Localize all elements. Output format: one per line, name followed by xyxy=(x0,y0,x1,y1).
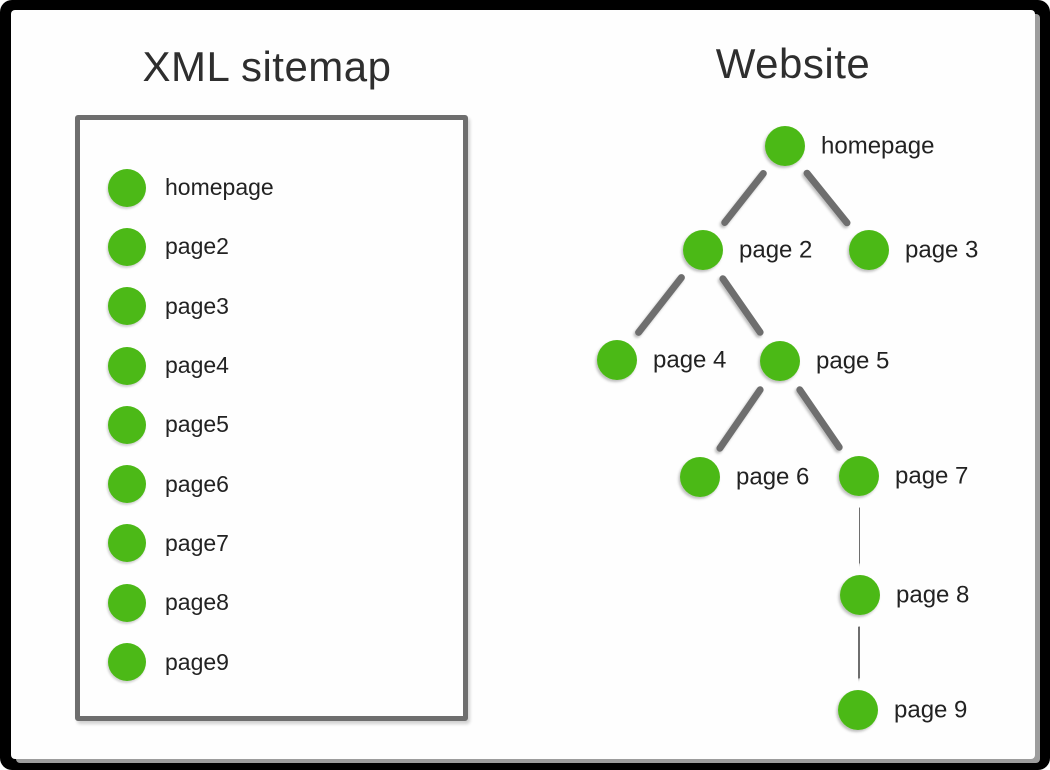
tree-node-icon-page7 xyxy=(839,456,879,496)
tree-edge-page5-page7 xyxy=(796,386,843,451)
sitemap-item: page6 xyxy=(80,454,463,513)
tree-node-label-page6: page 6 xyxy=(736,464,809,491)
tree-edge-page5-page6 xyxy=(716,386,764,452)
sitemap-item: page8 xyxy=(80,573,463,632)
tree-node-label-page5: page 5 xyxy=(816,348,889,375)
tree-node-label-page7: page 7 xyxy=(895,463,968,490)
sitemap-item: homepage xyxy=(80,158,463,217)
sitemap-item-label: page8 xyxy=(165,589,229,616)
sitemap-item-label: page6 xyxy=(165,470,229,497)
tree-node-icon-homepage xyxy=(765,126,805,166)
tree-node-label-page3: page 3 xyxy=(905,237,978,264)
sitemap-item-label: homepage xyxy=(165,174,274,201)
tree-node-label-page2: page 2 xyxy=(739,237,812,264)
sitemap-item-label: page4 xyxy=(165,352,229,379)
sitemap-item-label: page7 xyxy=(165,529,229,556)
page-node-icon xyxy=(108,287,146,326)
page-node-icon xyxy=(108,465,146,504)
sitemap-item-label: page3 xyxy=(165,292,229,319)
tree-node-icon-page3 xyxy=(849,230,889,270)
xml-sitemap-title: XML sitemap xyxy=(142,43,392,90)
sitemap-item-label: page9 xyxy=(165,648,229,675)
tree-edge-page2-page5 xyxy=(719,275,764,336)
tree-node-icon-page9 xyxy=(838,690,878,730)
tree-node-icon-page4 xyxy=(597,340,637,380)
page-node-icon xyxy=(108,346,146,385)
sitemap-item: page2 xyxy=(80,217,463,276)
sitemap-item: page4 xyxy=(80,336,463,395)
sitemap-item-label: page2 xyxy=(165,233,229,260)
sitemap-box: homepage page2 page3 page4 page5 page6 page7 pa… xyxy=(75,115,468,721)
page-node-icon xyxy=(108,583,146,622)
page-node-icon xyxy=(108,405,146,444)
tree-node-icon-page6 xyxy=(680,457,720,497)
tree-edge-page8-page9 xyxy=(855,626,863,679)
tree-edge-homepage-page3 xyxy=(803,169,851,227)
page-node-icon xyxy=(108,524,146,563)
tree-node-icon-page2 xyxy=(683,230,723,270)
tree-node-icon-page5 xyxy=(760,341,800,381)
page-node-icon xyxy=(108,168,146,207)
tree-edge-homepage-page2 xyxy=(721,170,767,226)
sitemap-item: page9 xyxy=(80,632,463,691)
tree-edge-page2-page4 xyxy=(635,274,685,336)
sitemap-item: page5 xyxy=(80,395,463,454)
sitemap-item: page7 xyxy=(80,514,463,573)
tree-node-label-page9: page 9 xyxy=(894,697,967,724)
page-node-icon xyxy=(108,643,146,682)
page-node-icon xyxy=(108,227,146,266)
tree-node-label-page8: page 8 xyxy=(896,582,969,609)
website-tree: homepage page 2 page 3 page 4 page 5 page 6 pa… xyxy=(597,126,978,730)
tree-node-label-page4: page 4 xyxy=(653,347,726,374)
diagram-canvas: XML sitemap Website homepage page2 page3 pa… xyxy=(11,10,1035,759)
sitemap-item-label: page5 xyxy=(165,411,229,438)
tree-node-icon-page8 xyxy=(840,575,880,615)
tree-node-label-homepage: homepage xyxy=(821,133,934,160)
website-title: Website xyxy=(715,40,871,87)
sitemap-item: page3 xyxy=(80,277,463,336)
